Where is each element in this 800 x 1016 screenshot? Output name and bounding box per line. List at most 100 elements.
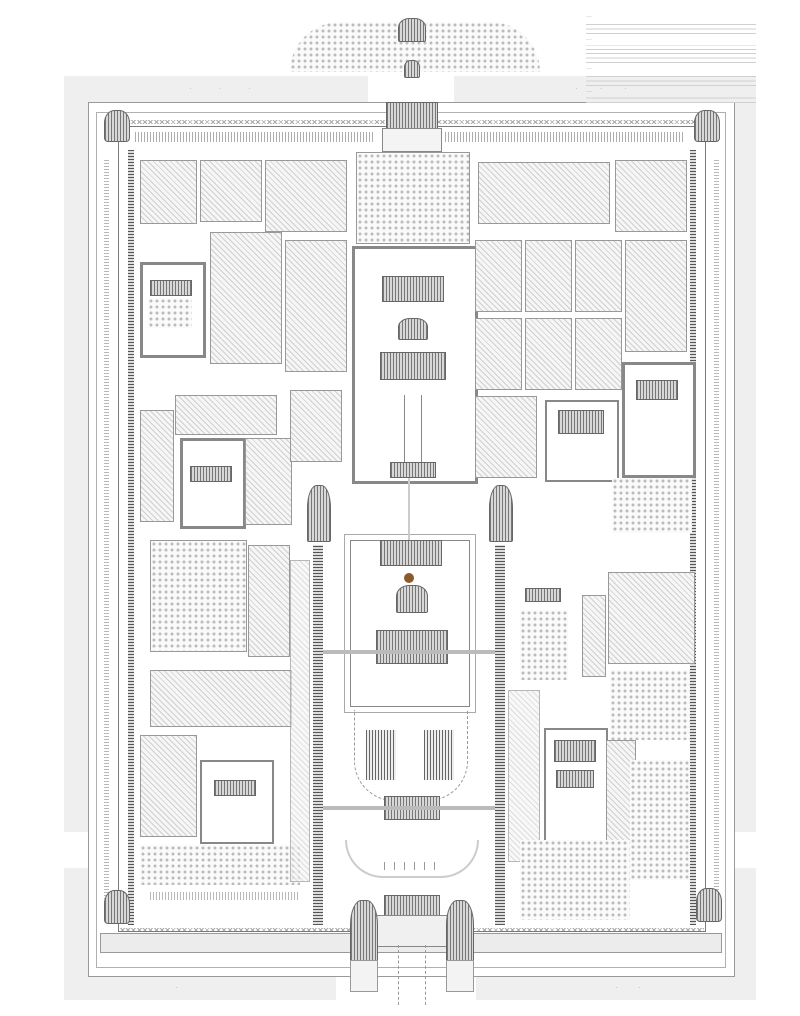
west-palace-block-12 (140, 735, 197, 837)
west-palace-block-2 (200, 160, 262, 222)
east-palace-block-11 (608, 572, 695, 664)
west-band-gap (64, 832, 88, 868)
gate-heavenly-purity (390, 462, 436, 478)
palace-heavenly-purity (380, 352, 446, 380)
hall-preserving-harmony (380, 540, 442, 566)
east-palace-block-2 (615, 160, 687, 232)
east-outer-court-buildings (508, 690, 540, 862)
north-band-gap (368, 76, 454, 102)
west-compound-a-hall (150, 280, 192, 296)
tick: · (638, 985, 640, 990)
corner-tower-northwest (104, 110, 130, 142)
east-band-gap (733, 832, 756, 868)
east-palace-block-8 (575, 318, 622, 390)
west-corridor (104, 160, 109, 920)
tick: · (219, 86, 221, 91)
east-palace-block-12 (582, 595, 606, 677)
west-palace-block-1 (140, 160, 197, 224)
palace-earthly-tranquility (382, 276, 444, 302)
meridian-west-tower (350, 900, 378, 962)
corner-tower-southeast (696, 888, 722, 922)
north-row-buildings-east (445, 132, 685, 142)
east-palace-block-1 (478, 162, 610, 224)
hall-supreme-harmony (376, 630, 448, 664)
meridian-east-base (446, 960, 474, 992)
outer-court-west-corridor (313, 545, 323, 925)
west-palace-block-8 (245, 438, 292, 525)
tick: · (624, 86, 626, 91)
west-palace-block-10 (248, 545, 290, 657)
bottom-band-ticks-right: · · (616, 985, 640, 990)
description-paragraph-2: …… (586, 37, 593, 42)
north-row-buildings-west (135, 132, 375, 142)
west-gate-tower-1 (307, 485, 331, 542)
top-band-ticks-left: · · · (190, 86, 250, 91)
imperial-garden (356, 152, 470, 244)
west-palace-block-6 (175, 395, 277, 435)
tranquil-longevity-hall (636, 380, 678, 400)
river-bridges (384, 862, 436, 870)
hall-central-harmony (396, 585, 428, 613)
west-compound-b-hall (190, 466, 232, 482)
west-inner-wall (128, 150, 134, 925)
tick: · (616, 985, 618, 990)
meridian-gate-platform (370, 915, 452, 947)
meridian-gate-hall (384, 895, 440, 917)
west-compound-c-hall (214, 780, 256, 796)
east-palace-block-7 (525, 318, 572, 390)
west-palace-block-9 (290, 390, 342, 462)
location-marker[interactable] (404, 573, 414, 583)
map-description-text: …… …… …… …… (586, 14, 756, 103)
west-palace-block-7 (140, 410, 174, 522)
description-paragraph-3: …… (586, 65, 593, 70)
description-paragraph-1: …… (586, 14, 593, 18)
outer-court-east-corridor (495, 545, 505, 925)
tick: · (176, 985, 178, 990)
east-palace-block-5 (575, 240, 622, 312)
north-gate-base (382, 128, 442, 152)
outer-court-cross-wall (323, 650, 495, 654)
east-compound-b-hall-2 (556, 770, 594, 788)
corner-tower-northeast (694, 110, 720, 142)
east-palace-block-6 (475, 318, 522, 390)
north-gate (386, 102, 438, 132)
east-trees-c (630, 760, 690, 880)
top-band-ticks-right: · · · (576, 86, 626, 91)
jingshan-pavilion (398, 18, 426, 42)
west-compound-a-garden (148, 298, 192, 328)
east-corridor (714, 160, 719, 920)
tick: · (576, 86, 578, 91)
bottom-band-ticks-left: · (176, 985, 177, 990)
tick: · (190, 86, 192, 91)
east-river-trees (520, 840, 630, 920)
east-trees-a (612, 478, 692, 533)
east-pavilion (525, 588, 561, 602)
west-compound-b (180, 438, 246, 529)
corner-tower-southwest (104, 890, 130, 924)
inner-court-path (404, 395, 422, 465)
tick: · (248, 86, 250, 91)
tick: · (600, 86, 602, 91)
west-palace-block-3 (265, 160, 347, 232)
east-palace-block-10 (625, 240, 687, 352)
east-gate-tower-1 (489, 485, 513, 542)
courtyard-arc (354, 710, 468, 801)
hall-of-union (398, 318, 428, 340)
west-compound-c (200, 760, 274, 844)
jingshan-gate (404, 60, 420, 78)
east-palace-block-9 (475, 396, 537, 478)
west-garden (150, 540, 247, 652)
east-compound-b-hall-1 (554, 740, 596, 762)
description-paragraph-4: …… (586, 89, 593, 94)
east-compound-a-hall (558, 410, 604, 434)
west-outer-court-buildings (290, 560, 310, 882)
gate-supreme-harmony-wall (323, 806, 495, 810)
west-palace-block-5 (285, 240, 347, 372)
east-palace-block-4 (525, 240, 572, 312)
west-south-trees (140, 845, 300, 885)
meridian-east-tower (446, 900, 474, 962)
west-south-row (150, 892, 300, 900)
east-inner-wall (690, 150, 696, 925)
meridian-west-base (350, 960, 378, 992)
east-tree-rows (520, 610, 568, 680)
